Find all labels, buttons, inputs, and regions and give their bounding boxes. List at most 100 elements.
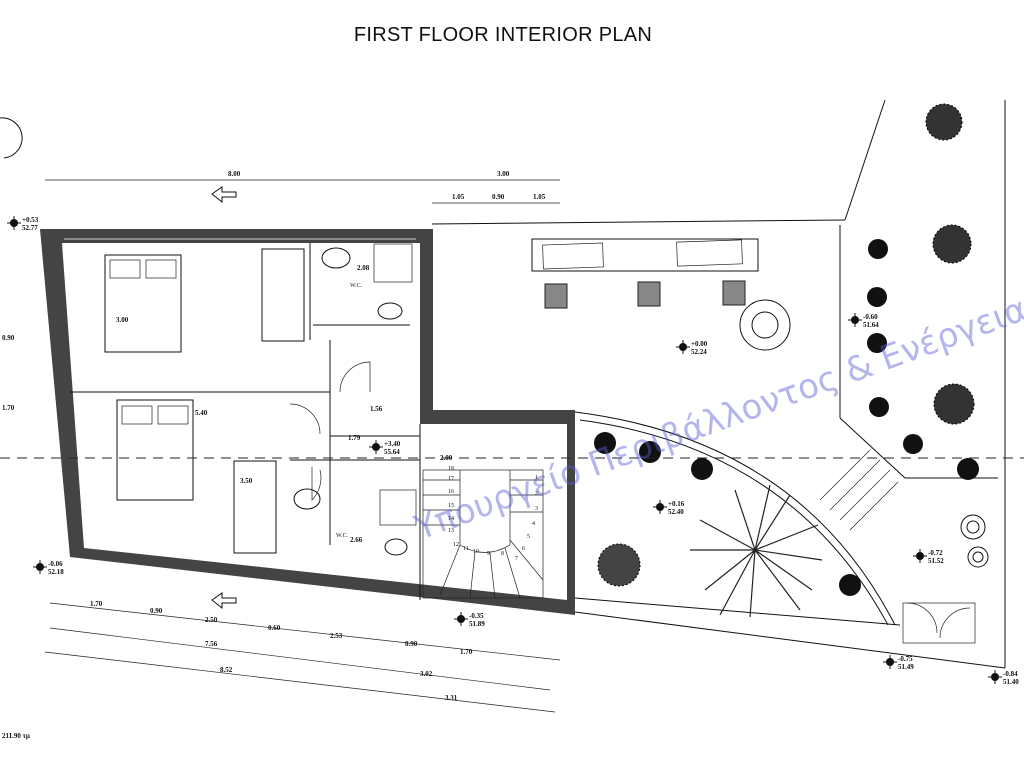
svg-text:1.70: 1.70	[90, 600, 103, 608]
stair-step-number: 2	[535, 491, 538, 497]
building-walls	[40, 229, 575, 615]
elevation-relative: -0.84	[1003, 670, 1018, 678]
stair-step-number: 13	[448, 528, 454, 534]
svg-text:0.90: 0.90	[2, 334, 15, 342]
svg-text:1.79: 1.79	[348, 434, 361, 442]
stair-step-number: 11	[463, 546, 469, 552]
elevation-relative: -0.60	[863, 313, 878, 321]
double-bed-2	[116, 399, 194, 501]
bottom-dimensions: 1.70 0.90 2.50 0.60 2.53 0.90 1.70 7.56 …	[2, 600, 561, 740]
stair-step-number: 15	[448, 503, 454, 509]
svg-text:1.70: 1.70	[460, 648, 473, 656]
stair-step-number: 14	[448, 516, 454, 522]
elevation-absolute: 51.89	[469, 620, 485, 628]
svg-text:3.02: 3.02	[420, 670, 433, 678]
dim-top-total: 8.00	[228, 170, 241, 178]
stair-step-number: 5	[527, 534, 530, 540]
shower-1	[373, 243, 413, 283]
stair-step-number: 17	[448, 476, 454, 482]
elevation-relative: -0.06	[48, 560, 63, 568]
svg-text:0.90: 0.90	[150, 607, 163, 615]
svg-text:3.31: 3.31	[445, 694, 458, 702]
shower-2	[379, 489, 417, 526]
furniture	[104, 243, 544, 599]
elevation-absolute: 52.24	[691, 348, 707, 356]
interior-stair	[422, 469, 544, 599]
terrace-furniture	[531, 238, 989, 568]
sink-2	[293, 488, 321, 510]
stair-step-number: 7	[515, 556, 518, 562]
svg-text:2.66: 2.66	[350, 536, 363, 544]
dim-top-right: 3.00	[497, 170, 510, 178]
elevation-relative: +0.16	[668, 500, 685, 508]
dim-sub: 1.05	[533, 193, 546, 201]
section-arrow-icon	[211, 592, 237, 610]
elevation-absolute: 52.18	[48, 568, 64, 576]
stair-step-number: 9	[487, 551, 490, 557]
room-wc-1: W.C.	[350, 283, 363, 289]
stair-step-number: 1	[535, 475, 538, 481]
dim-sub: 1.05	[452, 193, 465, 201]
svg-text:2.00: 2.00	[440, 454, 453, 462]
room-labels: 2.08 1.56 2.00 5.40 3.00 3.50 2.66 1.79 …	[2, 264, 453, 544]
total-area: 211.90 τμ	[2, 732, 30, 740]
svg-text:3.50: 3.50	[240, 477, 253, 485]
svg-text:2.50: 2.50	[205, 616, 218, 624]
elevation-absolute: 52.77	[22, 224, 38, 232]
trees	[594, 103, 979, 618]
site-outline	[431, 99, 1006, 669]
sink-1	[321, 247, 351, 269]
double-bed-1	[104, 254, 182, 353]
north-arrow-icon	[0, 117, 23, 159]
elevation-relative: +0.00	[691, 340, 708, 348]
svg-text:0.60: 0.60	[268, 624, 281, 632]
elevation-absolute: 51.52	[928, 557, 944, 565]
stair-step-number: 6	[522, 546, 525, 552]
svg-text:3.00: 3.00	[116, 316, 129, 324]
single-bed-2	[233, 460, 277, 554]
elevation-absolute: 52.40	[668, 508, 684, 516]
top-dimensions: 8.00 3.00 1.05 0.90 1.05	[45, 170, 560, 610]
elevation-absolute: 51.40	[1003, 678, 1019, 686]
elevation-relative: -0.75	[898, 655, 913, 663]
toilet-1	[377, 302, 403, 320]
svg-text:7.56: 7.56	[205, 640, 218, 648]
elevation-relative: -0.35	[469, 612, 484, 620]
stair-step-number: 4	[532, 521, 535, 527]
svg-text:2.08: 2.08	[357, 264, 370, 272]
elevation-relative: +3.40	[384, 440, 401, 448]
stair-step-number: 16	[448, 489, 454, 495]
svg-text:8.52: 8.52	[220, 666, 233, 674]
stair-step-number: 12	[453, 542, 459, 548]
elevation-relative: +0.53	[22, 216, 39, 224]
toilet-2	[384, 538, 408, 556]
dim-sub: 0.90	[492, 193, 505, 201]
plan-title: FIRST FLOOR INTERIOR PLAN	[353, 24, 653, 46]
palm-tree-icon	[690, 484, 823, 618]
single-bed-1	[261, 248, 305, 342]
elevation-relative: -0.72	[928, 549, 943, 557]
svg-text:1.56: 1.56	[370, 405, 383, 413]
elevation-absolute: 51.49	[898, 663, 914, 671]
section-arrow-icon	[211, 186, 237, 204]
elevation-absolute: 55.64	[384, 448, 400, 456]
stair-step-number: 3	[535, 506, 538, 512]
svg-text:5.40: 5.40	[195, 409, 208, 417]
stair-step-number: 18	[448, 466, 454, 472]
svg-text:2.53: 2.53	[330, 632, 343, 640]
room-wc-2: W.C.	[336, 533, 349, 539]
stair-step-number: 8	[501, 551, 504, 557]
elevation-absolute: 51.64	[863, 321, 879, 329]
svg-text:0.90: 0.90	[405, 640, 418, 648]
